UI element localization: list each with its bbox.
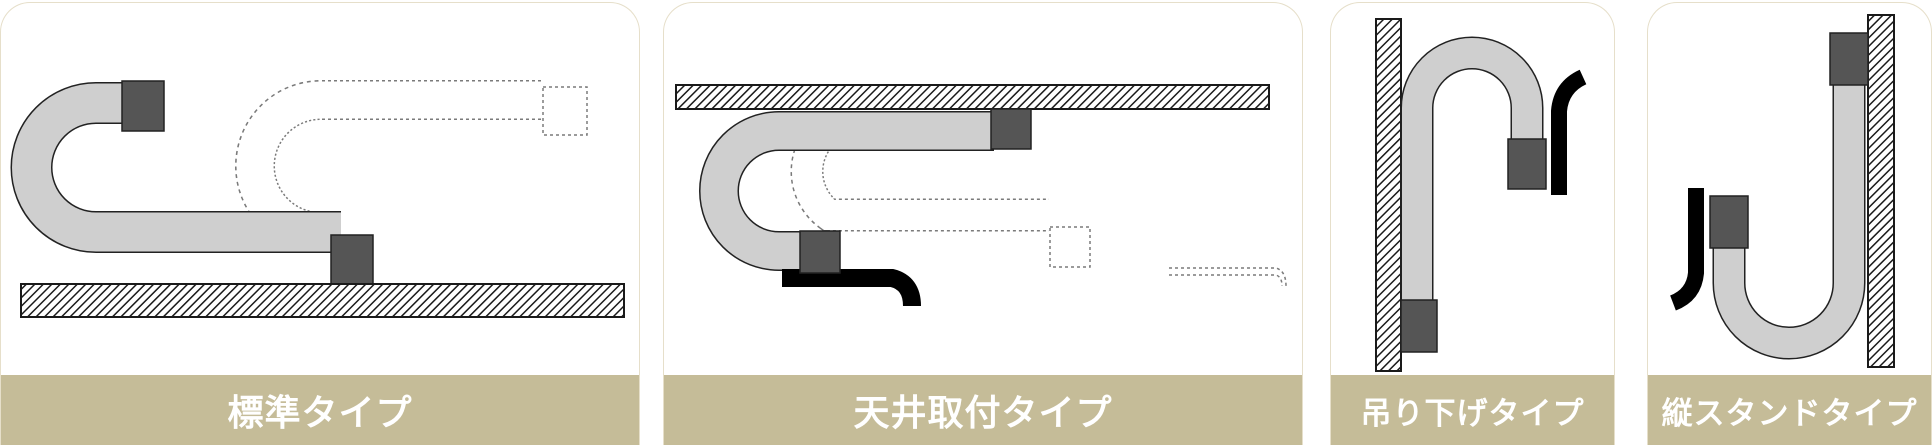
dashed-alt-outlet [1169,267,1287,287]
panel-hanging-type: 吊り下げタイプ [1330,2,1615,445]
ceiling-mount-type-label: 天井取付タイプ [664,375,1302,445]
panel-vertical-stand-type: 縦スタンドタイプ [1647,2,1932,445]
floor-hatched [20,283,625,318]
connector-ceiling [990,108,1032,150]
hanging-type-label: 吊り下げタイプ [1331,375,1614,445]
panel-standard-type: 標準タイプ [0,2,640,445]
connector-top [121,80,165,132]
connector-bottom [799,230,841,274]
connector-top [1507,138,1547,190]
dashed-alt-connector [542,86,588,136]
connector-bottom [1400,299,1438,353]
wall-hatched [1867,14,1895,368]
wall-hatched [1375,18,1402,372]
outlet-hook [1669,188,1704,311]
standard-type-illustration [10,80,625,318]
dashed-alt-connector [1049,226,1091,268]
connector-top [1829,32,1869,86]
vertical-stand-type-label: 縦スタンドタイプ [1648,375,1931,445]
connector-bottom [1709,195,1749,249]
outlet-spout [782,269,921,307]
panel-ceiling-mount-type: 天井取付タイプ [663,2,1303,445]
hanging-type-illustration [1375,18,1587,372]
ceiling-hatched [675,84,1270,110]
standard-type-label: 標準タイプ [1,375,639,445]
vertical-stand-illustration [1669,14,1895,368]
outlet-hook [1551,69,1587,195]
ceiling-mount-illustration [675,84,1287,307]
connector-bottom [330,234,374,286]
